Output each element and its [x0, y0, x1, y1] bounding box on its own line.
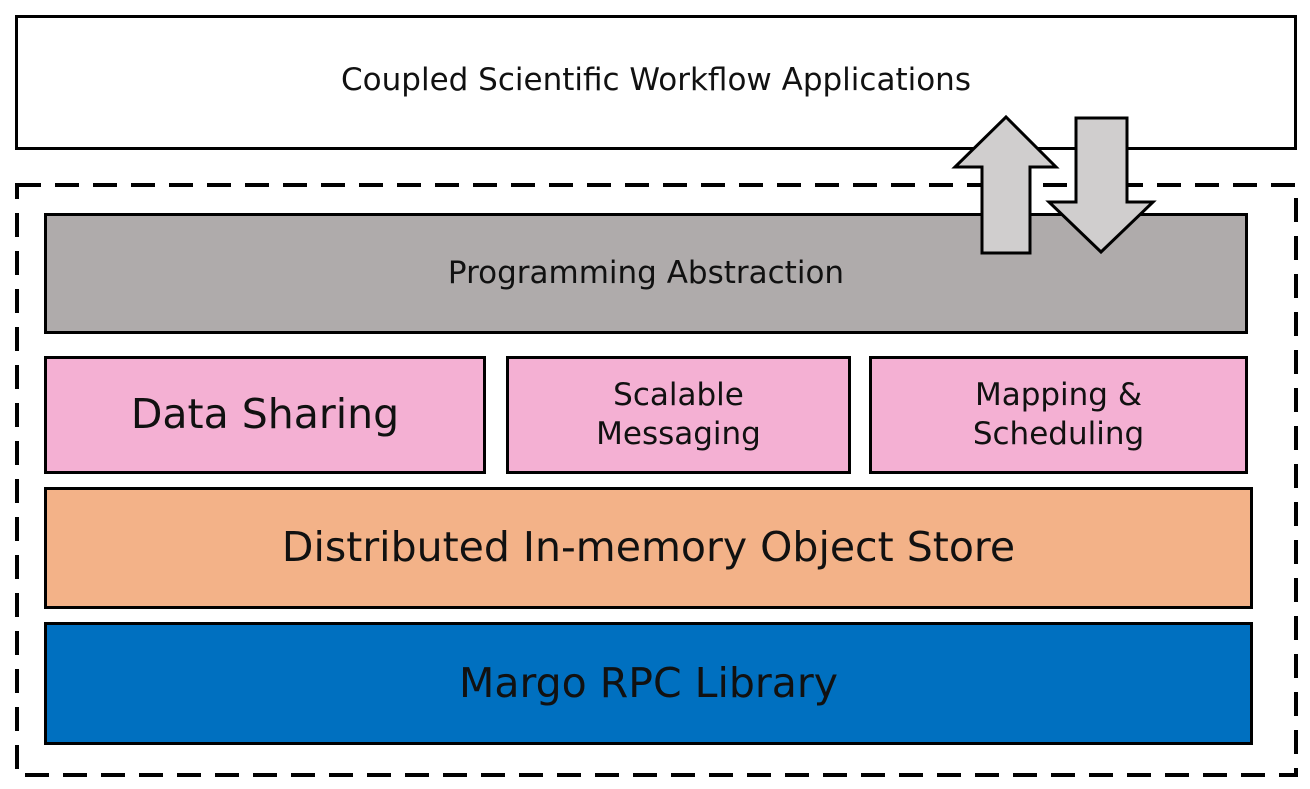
rpc-library-layer: Margo RPC Library: [44, 622, 1253, 745]
rpc-library-label: Margo RPC Library: [458, 658, 838, 707]
down-arrow-icon: [1045, 116, 1157, 255]
data-sharing-layer: Data Sharing: [44, 356, 486, 474]
data-flow-arrows: [951, 114, 1157, 255]
data-sharing-label: Data Sharing: [130, 390, 400, 439]
mapping-scheduling-layer: Mapping & Scheduling: [869, 356, 1248, 474]
scalable-messaging-label: Scalable Messaging: [596, 377, 761, 452]
object-store-label: Distributed In-memory Object Store: [281, 523, 1016, 572]
mapping-scheduling-label: Mapping & Scheduling: [972, 377, 1145, 452]
scalable-messaging-layer: Scalable Messaging: [506, 356, 851, 474]
programming-abstraction-layer: Programming Abstraction: [44, 213, 1248, 334]
programming-abstraction-label: Programming Abstraction: [447, 255, 845, 292]
applications-label: Coupled Scientific Workflow Applications: [341, 62, 971, 99]
object-store-layer: Distributed In-memory Object Store: [44, 487, 1253, 609]
applications-layer: Coupled Scientific Workflow Applications: [15, 15, 1297, 150]
up-arrow-icon: [951, 114, 1060, 255]
